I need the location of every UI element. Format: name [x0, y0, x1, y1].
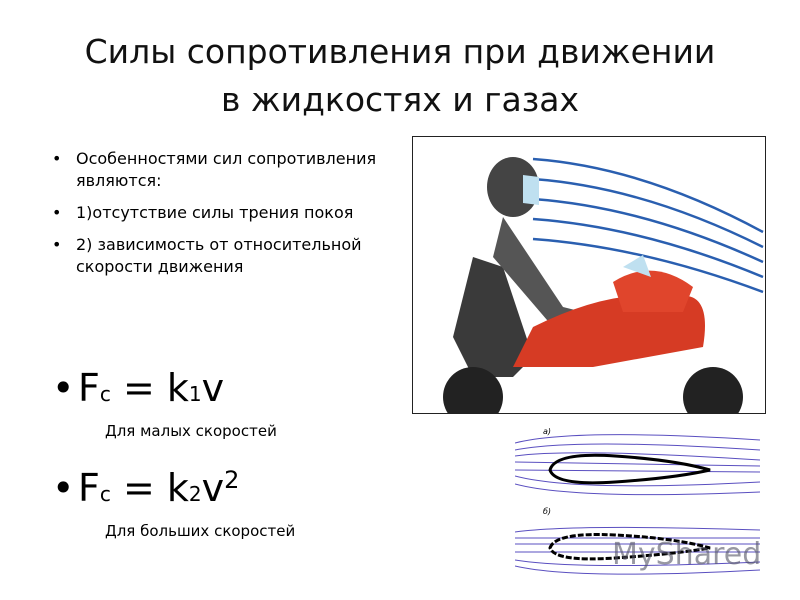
watermark: MyShared: [612, 537, 762, 572]
force-symbol: F: [78, 366, 100, 410]
bullet-list: Особенностями сил сопротивления являются…: [52, 148, 392, 288]
subscript: c: [99, 482, 111, 506]
title-line-2: в жидкостях и газах: [220, 80, 580, 119]
equals-k: = k: [110, 366, 189, 410]
title-line-1: Силы сопротивления при движении: [84, 32, 716, 71]
force-symbol: F: [78, 466, 100, 510]
k-subscript: 2: [188, 482, 202, 506]
equals-k: = k: [110, 466, 189, 510]
diagram-label-b: б): [543, 507, 551, 516]
velocity: v: [201, 366, 225, 410]
motorcyclist-illustration: [412, 136, 766, 427]
note-high-speed: Для больших скоростей: [105, 522, 296, 540]
formula-low-speed: •Fc = k1v: [52, 366, 225, 410]
k-subscript: 1: [188, 382, 202, 406]
bullet-item: 1)отсутствие силы трения покоя: [52, 202, 392, 224]
velocity: v: [201, 466, 225, 510]
superscript: 2: [224, 466, 240, 494]
bullet-item: Особенностями сил сопротивления являются…: [52, 148, 392, 192]
diagram-label-a: а): [543, 427, 551, 436]
airfoil-flow-diagram: а) б): [514, 420, 765, 590]
note-low-speed: Для малых скоростей: [105, 422, 277, 440]
slide-title: Силы сопротивления при движении в жидкос…: [0, 28, 800, 124]
formula-high-speed: •Fc = k2v2: [52, 466, 240, 510]
subscript: c: [99, 382, 111, 406]
bullet-item: 2) зависимость от относительной скорости…: [52, 234, 392, 278]
